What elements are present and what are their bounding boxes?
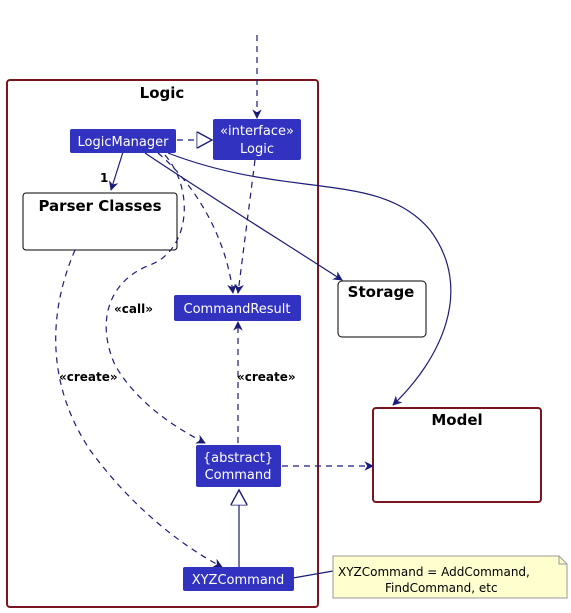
storage-package: Storage [337, 280, 427, 338]
call-label: «call» [114, 302, 153, 316]
command-result-class: CommandResult [174, 295, 301, 321]
parser-classes-title: Parser Classes [38, 197, 161, 215]
command-result-label: CommandResult [184, 302, 291, 317]
logic-interface-class: «interface» Logic [213, 119, 301, 160]
logic-interface-name: Logic [240, 142, 274, 157]
xyz-command-label: XYZCommand [192, 573, 285, 588]
create-xyz-edge [55, 249, 223, 568]
create-left-label: «create» [59, 370, 118, 384]
logic-interface-stereotype: «interface» [220, 124, 294, 139]
multiplicity-label: 1 [100, 171, 108, 185]
logic-manager-label: LogicManager [78, 135, 170, 150]
note-line-1: XYZCommand = AddCommand, [338, 565, 530, 579]
note-connector [292, 570, 334, 579]
logic-package-title: Logic [140, 84, 185, 102]
xyz-command-note: XYZCommand = AddCommand, FindCommand, et… [332, 555, 568, 599]
manager-to-result-edge [157, 152, 237, 294]
edges [55, 35, 452, 579]
command-class: {abstract} Command [196, 445, 281, 487]
call-edge [105, 154, 206, 444]
parser-classes-box: Parser Classes [22, 192, 178, 251]
command-name: Command [205, 468, 272, 483]
storage-package-title: Storage [348, 283, 415, 301]
create-right-label: «create» [237, 370, 296, 384]
manager-to-parser-edge [109, 151, 124, 191]
model-package-title: Model [431, 411, 482, 429]
logic-to-result-edge [234, 159, 256, 294]
xyz-command-class: XYZCommand [183, 567, 294, 591]
manager-to-model-edge [167, 152, 452, 406]
note-line-2: FindCommand, etc [385, 581, 498, 595]
command-stereotype: {abstract} [203, 451, 273, 466]
manager-to-storage-edge [144, 152, 343, 281]
logic-manager-class: LogicManager [70, 129, 176, 153]
model-package: Model [372, 407, 542, 503]
